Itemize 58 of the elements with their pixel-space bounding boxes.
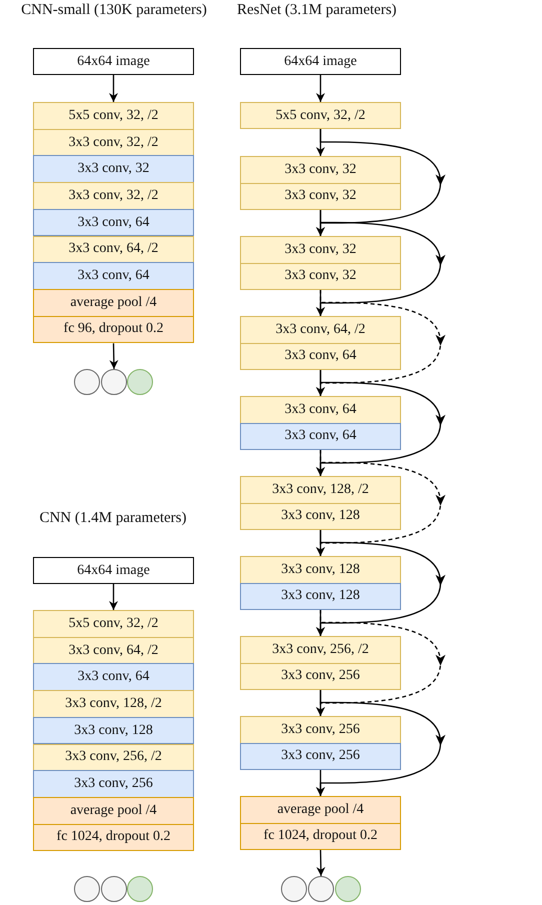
arrow xyxy=(316,770,325,796)
layer-box: fc 1024, dropout 0.2 xyxy=(240,822,401,850)
arrow xyxy=(316,849,326,876)
layer-box: 3x3 conv, 128 xyxy=(240,556,401,584)
layer-box: 3x3 conv, 64 xyxy=(240,396,401,424)
layer-box: 3x3 conv, 32, /2 xyxy=(33,128,194,156)
layer-box: 3x3 conv, 32 xyxy=(240,182,401,210)
output-circle xyxy=(101,369,127,395)
output-circle xyxy=(74,369,100,395)
layer-box: 3x3 conv, 64 xyxy=(240,422,401,450)
arrow xyxy=(109,584,118,610)
layer-box: 3x3 conv, 128 xyxy=(33,716,194,744)
layer-box: 3x3 conv, 256, /2 xyxy=(33,744,194,772)
layer-box: 3x3 conv, 256 xyxy=(240,742,401,770)
layer-box: 3x3 conv, 256 xyxy=(240,662,401,690)
arrow xyxy=(109,75,118,102)
layer-box: 3x3 conv, 128 xyxy=(240,582,401,610)
output-circle xyxy=(281,876,307,902)
layer-box: 5x5 conv, 32, /2 xyxy=(240,102,401,129)
layer-box: 3x3 conv, 32 xyxy=(240,262,401,290)
layer-box: 3x3 conv, 128, /2 xyxy=(33,690,194,718)
layer-box: 3x3 conv, 256 xyxy=(240,716,401,744)
layer-box: 5x5 conv, 32, /2 xyxy=(33,102,194,130)
input-box: 64x64 image xyxy=(240,48,401,75)
layer-box: 3x3 conv, 256, /2 xyxy=(240,636,401,664)
layer-box: 3x3 conv, 64 xyxy=(33,663,194,692)
layer-box: 3x3 conv, 128 xyxy=(240,502,401,530)
layer-box: fc 96, dropout 0.2 xyxy=(33,316,194,344)
layer-box: 3x3 conv, 64 xyxy=(33,208,194,236)
output-circle xyxy=(127,369,153,395)
output-circle xyxy=(101,876,127,902)
column-title: CNN-small (130K parameters) xyxy=(20,2,208,19)
layer-box: 3x3 conv, 64 xyxy=(240,342,401,370)
layer-box: 3x3 conv, 32 xyxy=(240,156,401,184)
layer-box: 3x3 conv, 64, /2 xyxy=(33,236,194,264)
output-circle xyxy=(308,876,334,902)
layer-box: 3x3 conv, 64, /2 xyxy=(33,636,194,664)
layer-box: 3x3 conv, 128, /2 xyxy=(240,476,401,504)
column-title: ResNet (3.1M parameters) xyxy=(237,2,397,19)
layer-box: average pool /4 xyxy=(240,796,401,824)
layer-box: 3x3 conv, 64, /2 xyxy=(240,316,401,344)
input-box: 64x64 image xyxy=(33,48,194,75)
arrow xyxy=(109,343,118,370)
output-circle xyxy=(74,876,100,902)
layer-box: 3x3 conv, 32 xyxy=(33,155,194,184)
column-title: CNN (1.4M parameters) xyxy=(38,510,188,527)
layer-box: average pool /4 xyxy=(33,288,194,317)
layer-box: average pool /4 xyxy=(33,796,194,825)
input-box: 64x64 image xyxy=(33,557,194,584)
layer-box: 3x3 conv, 32, /2 xyxy=(33,182,194,210)
layer-box: 3x3 conv, 256 xyxy=(33,770,194,798)
output-circle xyxy=(335,876,361,902)
layer-box: 3x3 conv, 32 xyxy=(240,236,401,264)
output-circle xyxy=(127,876,153,902)
layer-box: fc 1024, dropout 0.2 xyxy=(33,824,194,852)
layer-box: 5x5 conv, 32, /2 xyxy=(33,610,194,638)
arrow xyxy=(316,75,325,102)
layer-box: 3x3 conv, 64 xyxy=(33,262,194,290)
